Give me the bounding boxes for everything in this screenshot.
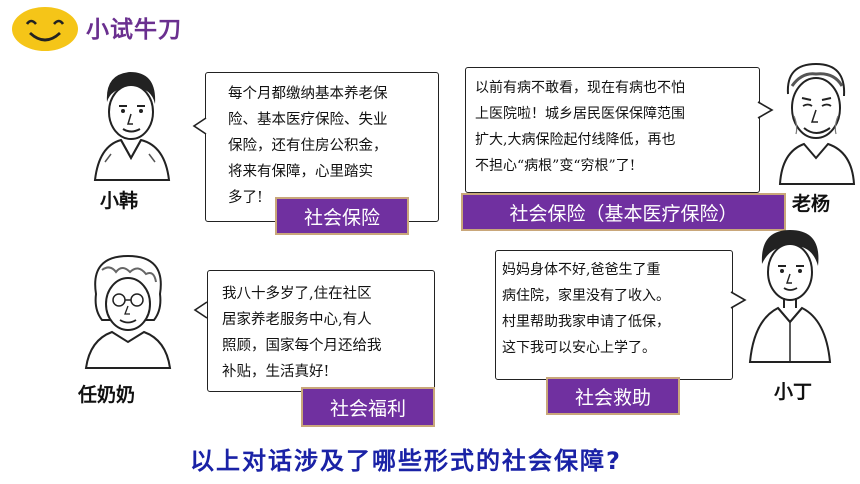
bubble-pointer [730,291,747,309]
portrait-rennainai [84,254,172,369]
bubble-pointer [757,101,774,119]
speaker-name-xiaohan: 小韩 [100,190,139,212]
page-title: 小试牛刀 [86,17,182,43]
portrait-laoyang [778,62,856,185]
speech-line: 村里帮助我家申请了低保， [502,314,670,330]
speech-text: 每个月都缴纳基本养老保险、基本医疗保险、失业保险，还有住房公积金， 将来有保障，心… [206,73,438,211]
portrait-xiaohan [93,72,171,181]
speech-line: 不担心“病根”变“穷根”了! [475,158,636,174]
speaker-name-xiaoding: 小丁 [774,381,813,403]
speech-line: 我八十多岁了,住在社区 [222,286,372,302]
header-bar [0,0,860,4]
speech-bubble-laoyang: 以前有病不敢看，现在有病也不怕上医院啦！城乡居民医保保障范围扩大,大病保险起付线… [465,67,760,193]
answer-tag-medical-insurance: 社会保险（基本医疗保险） [461,193,786,231]
speech-line: 病住院，家里没有了收入。 [502,288,670,304]
answer-tag-social-assistance: 社会救助 [546,377,680,415]
speaker-name-rennainai: 任奶奶 [78,384,136,406]
speech-bubble-xiaoding: 妈妈身体不好,爸爸生了重病住院，家里没有了收入。村里帮助我家申请了低保， 这下我可… [495,250,733,380]
speech-text: 我八十多岁了,住在社区居家养老服务中心,有人照顾，国家每个月还给我补贴，生活真好… [208,271,434,385]
speech-line: 以前有病不敢看，现在有病也不怕 [475,80,685,96]
speech-line: 补贴，生活真好! [222,364,330,380]
speech-line: 险、基本医疗保险、失业 [228,112,388,128]
speech-line: 将来有保障，心里踏实 [228,164,373,180]
speech-text: 妈妈身体不好,爸爸生了重病住院，家里没有了收入。村里帮助我家申请了低保， 这下我可… [496,251,732,361]
speech-line: 妈妈身体不好,爸爸生了重 [502,262,661,278]
speech-line: 扩大,大病保险起付线降低，再也 [475,132,676,148]
speech-line: 多了! [228,190,263,206]
question-text: 以上对话涉及了哪些形式的社会保障? [190,447,622,475]
speech-bubble-rennainai: 我八十多岁了,住在社区居家养老服务中心,有人照顾，国家每个月还给我补贴，生活真好… [207,270,435,392]
speech-line: 保险，还有住房公积金， [228,138,388,154]
speech-line: 这下我可以安心上学了。 [502,340,656,356]
portrait-xiaoding [748,230,832,363]
answer-tag-social-insurance: 社会保险 [275,197,409,235]
smiley-icon [12,7,78,51]
speech-text: 以前有病不敢看，现在有病也不怕上医院啦！城乡居民医保保障范围扩大,大病保险起付线… [466,68,759,179]
answer-tag-social-welfare: 社会福利 [301,387,435,427]
speech-line: 每个月都缴纳基本养老保 [228,86,388,102]
speech-bubble-xiaohan: 每个月都缴纳基本养老保险、基本医疗保险、失业保险，还有住房公积金， 将来有保障，心… [205,72,439,222]
speech-line: 居家养老服务中心,有人 [222,312,372,328]
speech-line: 照顾，国家每个月还给我 [222,338,382,354]
speech-line: 上医院啦！城乡居民医保保障范围 [475,106,685,122]
bubble-pointer [192,117,207,135]
speaker-name-laoyang: 老杨 [792,193,831,215]
bubble-pointer [193,301,208,319]
